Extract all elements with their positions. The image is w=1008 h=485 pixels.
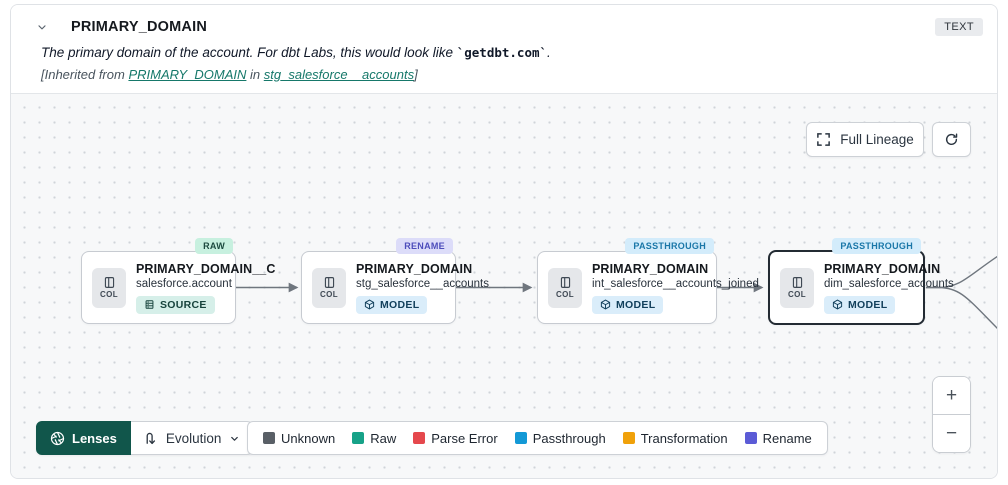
- legend-swatch: [744, 432, 757, 444]
- legend-item: Unknown: [263, 431, 335, 446]
- column-description: The primary domain of the account. For d…: [31, 45, 983, 60]
- description-code: `getdbt.com`: [456, 45, 548, 60]
- full-lineage-label: Full Lineage: [840, 132, 914, 147]
- column-icon: [791, 276, 804, 289]
- column-icon: [323, 276, 336, 289]
- expand-icon: [816, 132, 831, 147]
- node-kind-badge: MODEL: [824, 295, 896, 314]
- node-subtitle: stg_salesforce__accounts: [356, 277, 489, 290]
- zoom-controls: + −: [932, 376, 971, 453]
- legend-item: Raw: [352, 431, 396, 446]
- panel-card: PRIMARY_DOMAIN TEXT The primary domain o…: [10, 4, 998, 479]
- legend-item: Parse Error: [413, 430, 498, 446]
- column-chip: COL: [312, 267, 346, 308]
- chevron-down-icon: [229, 433, 240, 444]
- inherited-prefix: [Inherited from: [41, 67, 129, 82]
- legend-label: Parse Error: [431, 430, 498, 446]
- description-period: .: [547, 45, 551, 60]
- inherited-note: [Inherited from PRIMARY_DOMAIN in stg_sa…: [31, 67, 983, 82]
- lenses-label: Lenses: [72, 430, 117, 446]
- node-kind-label: MODEL: [848, 298, 888, 311]
- inherited-middle: in: [246, 67, 264, 82]
- node-subtitle: salesforce.account: [136, 277, 232, 290]
- column-chip: COL: [548, 267, 582, 308]
- lineage-canvas[interactable]: Full Lineage RAW COL PRIMARY_DOMAIN__C: [11, 94, 997, 478]
- lens-status-badge: RAW: [195, 238, 233, 254]
- lens-status-badge: RENAME: [396, 238, 453, 254]
- legend-label: Passthrough: [532, 430, 606, 446]
- legend-label: Rename: [762, 430, 812, 446]
- column-icon: [559, 276, 572, 289]
- legend-item: Passthrough: [514, 430, 606, 446]
- refresh-icon: [944, 132, 959, 147]
- model-icon: [364, 299, 375, 310]
- legend-label: Raw: [370, 430, 397, 446]
- chevron-down-icon: [36, 21, 48, 33]
- legend-swatch: [413, 432, 426, 444]
- column-chip: COL: [92, 267, 126, 308]
- collapse-toggle[interactable]: [31, 16, 53, 38]
- node-kind-badge: MODEL: [592, 295, 664, 314]
- column-chip: COL: [780, 267, 814, 308]
- lens-legend: Unknown Raw Parse Error Passthrough Tran…: [247, 421, 828, 455]
- node-kind-label: MODEL: [616, 298, 656, 311]
- node-subtitle: int_salesforce__accounts_joined: [592, 277, 759, 290]
- model-icon: [832, 299, 843, 310]
- full-lineage-button[interactable]: Full Lineage: [806, 122, 924, 157]
- legend-swatch: [352, 432, 365, 444]
- refresh-button[interactable]: [932, 122, 971, 157]
- lens-status-badge: PASSTHROUGH: [832, 238, 921, 254]
- node-title: PRIMARY_DOMAIN__C: [136, 261, 276, 276]
- legend-swatch: [622, 432, 635, 444]
- lens-selector-value: Evolution: [165, 430, 222, 446]
- source-icon: [144, 299, 155, 310]
- node-kind-badge: MODEL: [356, 295, 428, 314]
- description-text: The primary domain of the account. For d…: [41, 45, 457, 60]
- column-icon: [103, 276, 116, 289]
- model-icon: [600, 299, 611, 310]
- legend-item: Rename: [744, 430, 812, 446]
- column-header: PRIMARY_DOMAIN TEXT The primary domain o…: [11, 5, 997, 94]
- evolution-icon: [143, 431, 158, 446]
- lineage-node-selected[interactable]: PASSTHROUGH COL PRIMARY_DOMAIN dim_sales…: [768, 238, 954, 325]
- col-chip-label: COL: [99, 290, 119, 299]
- col-chip-label: COL: [555, 290, 575, 299]
- lineage-node[interactable]: RAW COL PRIMARY_DOMAIN__C salesforce.acc…: [81, 238, 275, 324]
- inherited-suffix: ]: [414, 67, 418, 82]
- lineage-node[interactable]: PASSTHROUGH COL PRIMARY_DOMAIN int_sales…: [537, 238, 759, 324]
- col-chip-label: COL: [787, 290, 807, 299]
- legend-item: Transformation: [622, 430, 728, 446]
- col-chip-label: COL: [319, 290, 339, 299]
- node-kind-badge: SOURCE: [136, 295, 215, 314]
- node-kind-label: SOURCE: [160, 298, 207, 311]
- node-kind-label: MODEL: [380, 298, 420, 311]
- aperture-icon: [50, 431, 65, 446]
- node-title: PRIMARY_DOMAIN: [824, 261, 941, 276]
- node-title: PRIMARY_DOMAIN: [356, 261, 473, 276]
- legend-swatch: [263, 432, 275, 444]
- lenses-button[interactable]: Lenses: [36, 421, 131, 455]
- zoom-out-button[interactable]: −: [933, 415, 970, 452]
- node-subtitle: dim_salesforce_accounts: [824, 277, 954, 290]
- inherited-column-link[interactable]: PRIMARY_DOMAIN: [128, 67, 247, 82]
- lens-selector[interactable]: Evolution: [130, 421, 254, 455]
- lineage-node[interactable]: RENAME COL PRIMARY_DOMAIN stg_salesforce…: [301, 238, 489, 324]
- node-title: PRIMARY_DOMAIN: [592, 261, 709, 276]
- legend-swatch: [514, 432, 527, 444]
- legend-label: Transformation: [640, 430, 728, 446]
- column-type-badge: TEXT: [935, 18, 983, 36]
- inherited-model-link[interactable]: stg_salesforce__accounts: [263, 67, 415, 82]
- page-title: PRIMARY_DOMAIN: [71, 19, 207, 35]
- zoom-in-button[interactable]: +: [933, 377, 970, 415]
- lens-controls: Lenses Evolution: [36, 421, 254, 455]
- legend-label: Unknown: [281, 430, 336, 446]
- lens-status-badge: PASSTHROUGH: [625, 238, 714, 254]
